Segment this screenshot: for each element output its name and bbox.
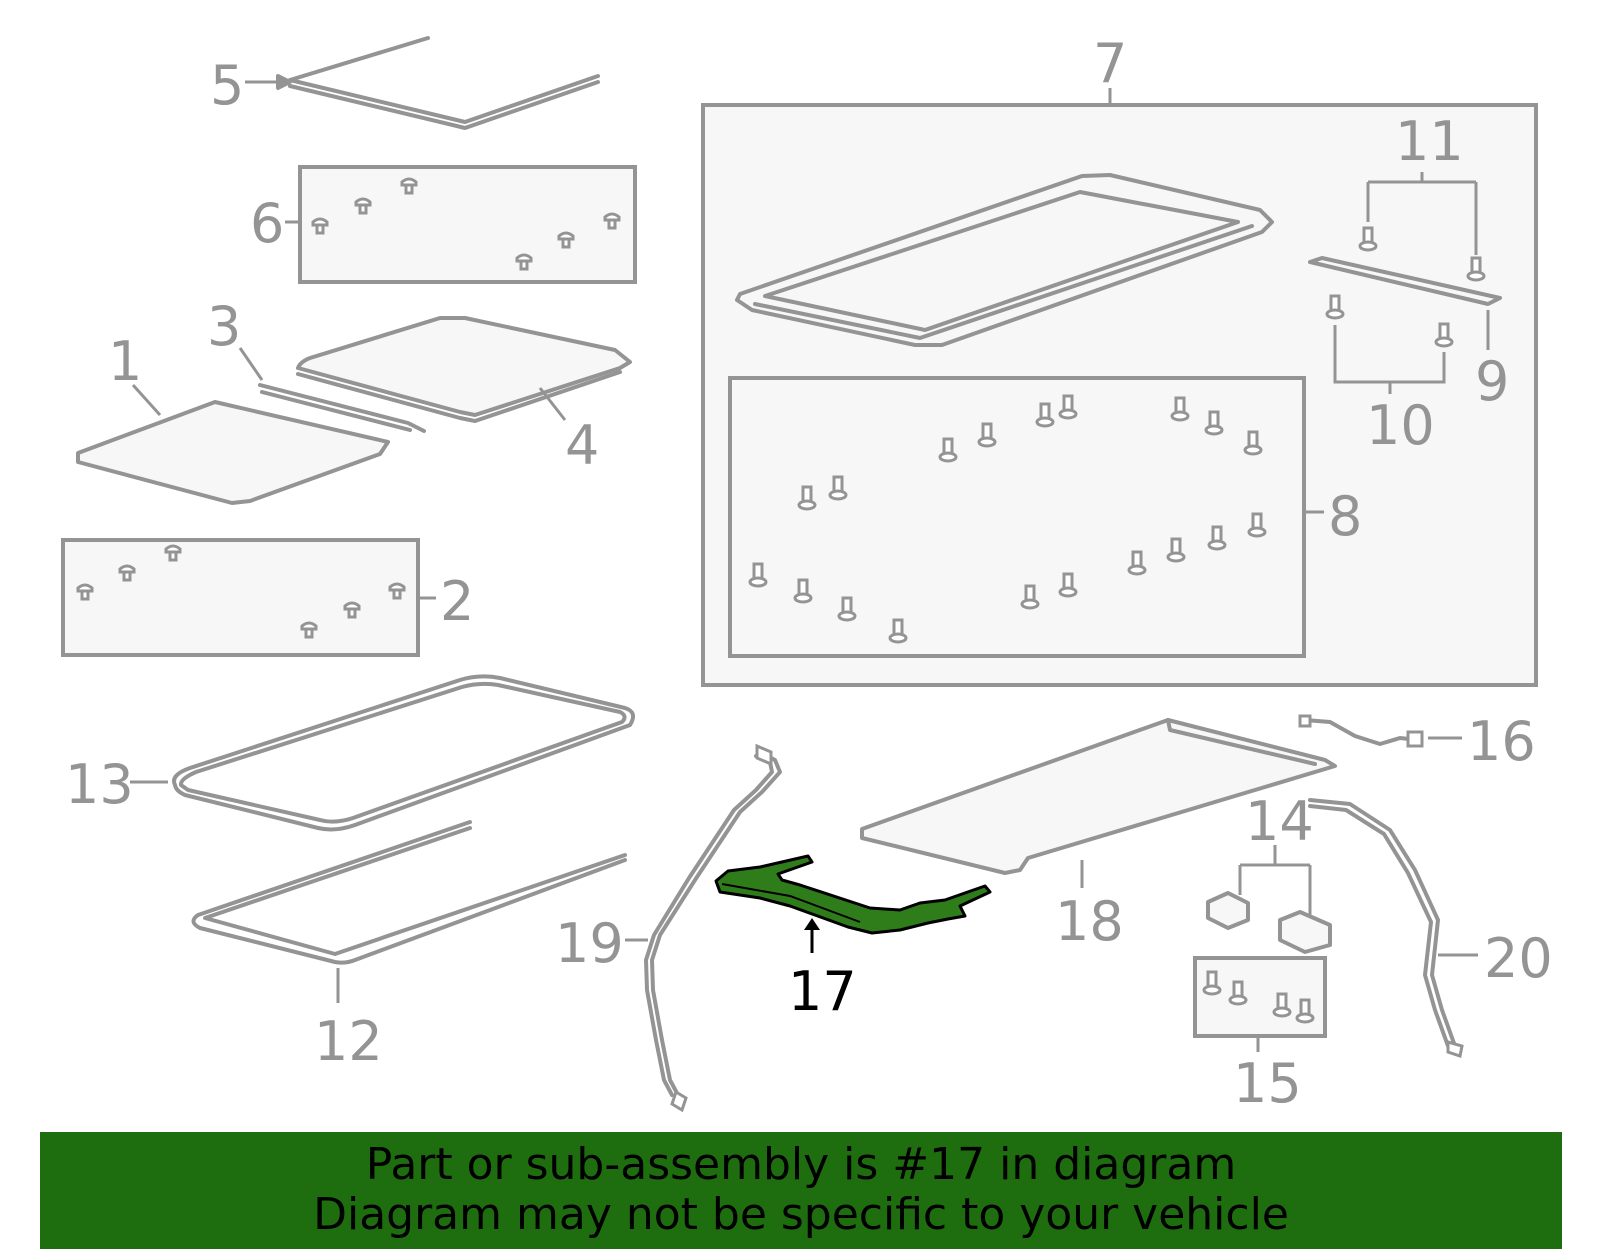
callout-5: 5 [210,54,244,117]
callout-2: 2 [440,570,474,633]
part-9-bracket [1308,256,1502,306]
callout-4: 4 [565,414,599,477]
part-2-clip-kit: 2 [61,538,474,657]
part-3-seal: 3 [207,295,426,433]
callout-17: 17 [788,960,857,1023]
callout-3: 3 [207,295,241,358]
callout-6: 6 [250,192,284,255]
part-13-seal-ring: 13 [65,674,636,832]
callout-11: 11 [1395,110,1464,173]
part-1-glass: 1 [76,330,390,505]
part-19-drain-hose: 19 [555,743,782,1113]
callout-16: 16 [1467,710,1536,773]
part-17-cable-assembly: 17 [714,854,992,1023]
part-14-motor: 14 [1206,790,1332,954]
banner-line-2: Diagram may not be specific to your vehi… [313,1189,1289,1240]
callout-20: 20 [1484,927,1553,990]
callout-9: 9 [1475,350,1509,413]
part-7-housing-box: 7 8 9 11 10 [701,32,1538,687]
callout-13: 13 [65,753,134,816]
part-5-weatherstrip: 5 [210,36,600,130]
part-8-fastener-kit [728,376,1306,658]
info-banner: Part or sub-assembly is #17 in diagram D… [40,1132,1562,1249]
part-20-drain-hose: 20 [1308,798,1553,1058]
callout-18: 18 [1055,890,1124,953]
callout-12: 12 [314,1010,383,1073]
banner-line-1: Part or sub-assembly is #17 in diagram [365,1139,1237,1190]
part-6-clip-kit: 6 [250,165,637,284]
callout-14: 14 [1245,790,1314,853]
part-18-sunshade: 18 [860,718,1337,953]
part-15-screw-kit: 15 [1193,956,1327,1115]
callout-7: 7 [1093,32,1127,95]
part-12-drain-seal: 12 [191,820,627,1073]
callout-8: 8 [1328,485,1362,548]
part-16-harness: 16 [1298,710,1536,773]
callout-15: 15 [1233,1052,1302,1115]
callout-10: 10 [1366,394,1435,457]
callout-19: 19 [555,912,624,975]
callout-1: 1 [108,330,142,393]
part-4-panel: 4 [296,316,632,477]
